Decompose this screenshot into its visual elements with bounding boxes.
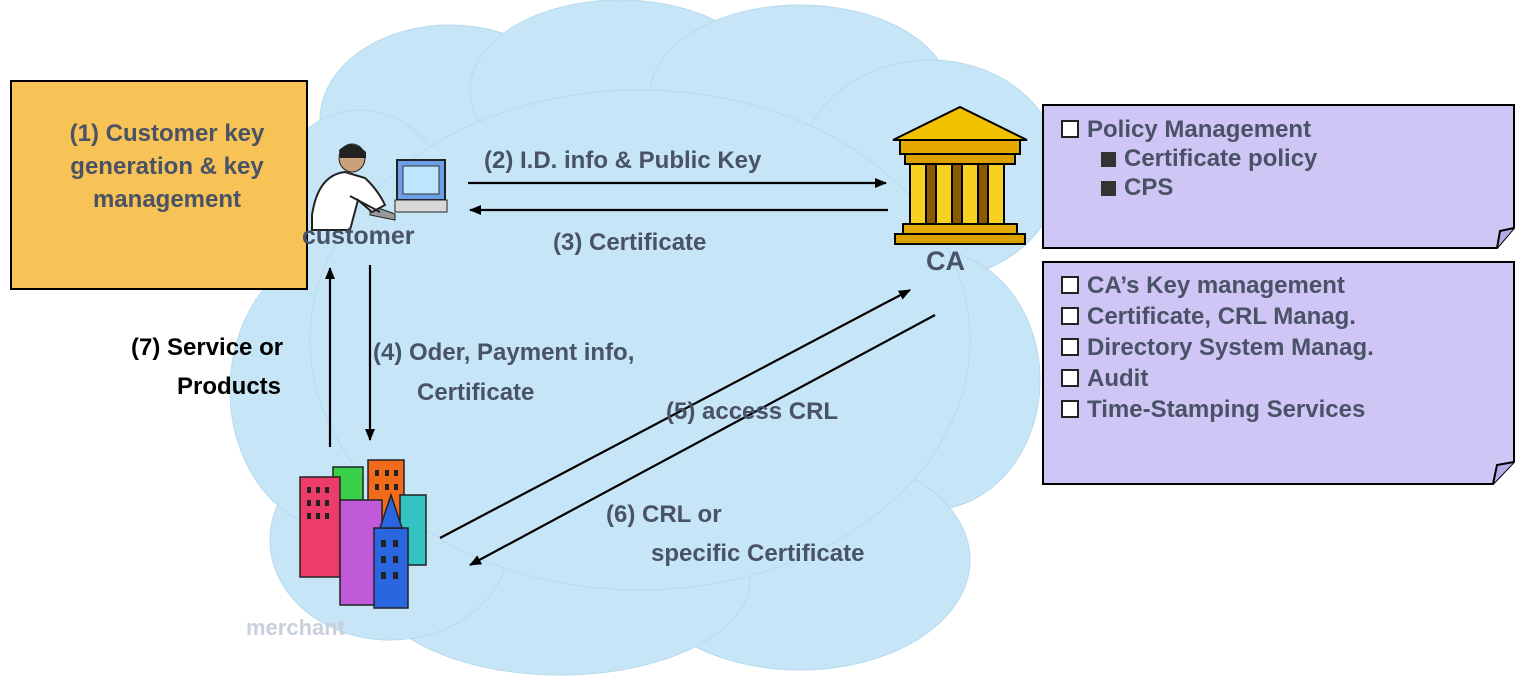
square-bullet-icon: [1101, 181, 1116, 196]
certificate-label: (3) Certificate: [553, 229, 707, 256]
checkbox-glyph-icon: [1061, 400, 1079, 418]
square-bullet-icon: [1101, 152, 1116, 167]
key-generation-box: [10, 80, 308, 290]
policy-note-list: Policy Management Certificate policy CPS: [1061, 115, 1317, 202]
order-label-line2: Certificate: [417, 379, 535, 406]
arrows: [325, 178, 936, 566]
ca-label: CA: [926, 246, 965, 276]
customer-label: customer: [302, 222, 415, 250]
checkbox-glyph-icon: [1061, 276, 1079, 294]
ca-function-item: Audit: [1061, 363, 1374, 394]
crl-label-line1: (6) CRL or: [606, 501, 722, 528]
ca-function-item: Certificate, CRL Manag.: [1061, 301, 1374, 332]
service-label-line1: (7) Service or: [131, 334, 284, 361]
arrow-access-crl: [439, 289, 911, 539]
key-generation-label: (1) Customer key generation & key manage…: [69, 120, 265, 213]
policy-sub-item: CPS: [1061, 173, 1317, 202]
ca-functions-list: CA’s Key management Certificate, CRL Man…: [1061, 270, 1374, 425]
order-label-line1: (4) Oder, Payment info,: [373, 339, 635, 366]
policy-heading-item: Policy Management: [1061, 115, 1317, 144]
checkbox-glyph-icon: [1061, 338, 1079, 356]
arrow-crl-return: [469, 314, 936, 566]
ca-function-item: Directory System Manag.: [1061, 332, 1374, 363]
id-info-label: (2) I.D. info & Public Key: [484, 147, 762, 174]
crl-label-line2: specific Certificate: [651, 540, 865, 567]
merchant-label: merchant: [246, 615, 346, 640]
ca-function-item: Time-Stamping Services: [1061, 394, 1374, 425]
policy-note-fold: [1496, 227, 1515, 249]
merchant-buildings-icon: [299, 459, 427, 609]
checkbox-glyph-icon: [1061, 369, 1079, 387]
ca-function-item: CA’s Key management: [1061, 270, 1374, 301]
ca-functions-note-fold: [1492, 461, 1515, 485]
checkbox-glyph-icon: [1061, 120, 1079, 138]
policy-sub-item: Certificate policy: [1061, 144, 1317, 173]
ca-building-icon: [892, 105, 1028, 245]
customer-figure-icon: [311, 143, 448, 231]
service-label-line2: Products: [177, 373, 282, 400]
checkbox-glyph-icon: [1061, 307, 1079, 325]
access-crl-label: (5) access CRL: [666, 398, 839, 425]
